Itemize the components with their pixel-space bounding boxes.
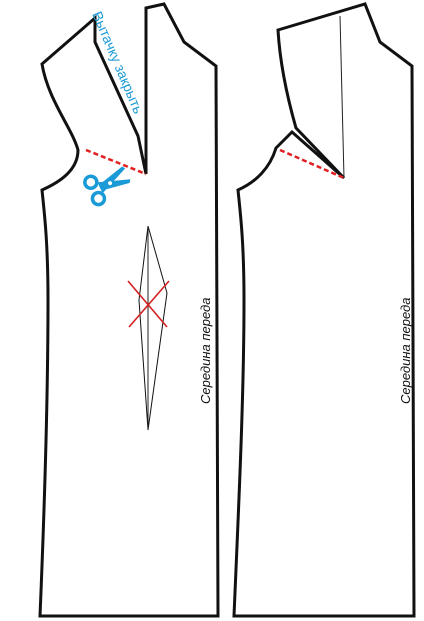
left-cut-line <box>85 148 147 176</box>
center-front-label-left: Середина переда <box>198 298 213 404</box>
right-piece-outline <box>232 2 416 618</box>
right-guide-line <box>339 15 345 179</box>
right-cut-line <box>279 148 345 180</box>
center-front-label-right: Середина переда <box>398 298 413 404</box>
left-pattern-piece: Вытачку закрыть Середина переда <box>38 2 220 618</box>
cross-mark-icon <box>127 280 170 328</box>
scissors-icon <box>83 166 131 207</box>
dart-note-label: Вытачку закрыть <box>89 9 147 116</box>
left-piece-outline <box>38 2 220 618</box>
right-pattern-piece: Середина переда <box>232 2 416 618</box>
bust-dart-diamond <box>138 225 168 431</box>
